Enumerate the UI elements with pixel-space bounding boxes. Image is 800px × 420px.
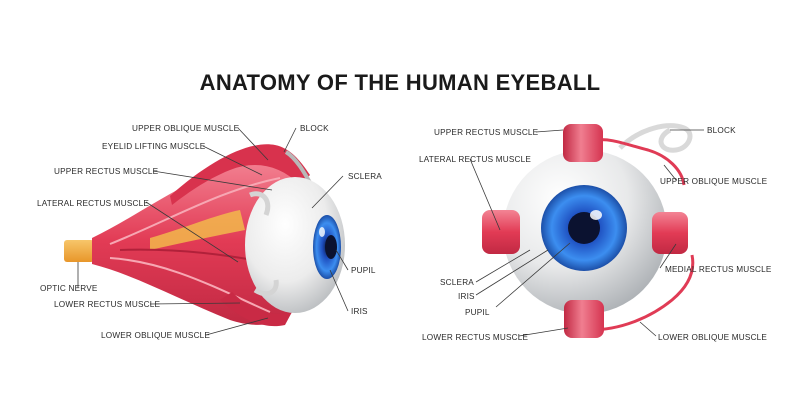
lower-oblique-muscle xyxy=(220,292,292,327)
label-lateral-rectus-muscle: LATERAL RECTUS MUSCLE xyxy=(37,199,149,208)
side-view-eye xyxy=(64,144,345,327)
label-front-medial-rectus-muscle: MEDIAL RECTUS MUSCLE xyxy=(665,265,772,274)
label-lower-oblique-muscle: LOWER OBLIQUE MUSCLE xyxy=(101,331,210,340)
label-optic-nerve: OPTIC NERVE xyxy=(40,284,98,293)
front-view-leaders xyxy=(469,129,704,337)
muscle-stripe xyxy=(109,177,281,245)
label-front-lower-oblique-muscle: LOWER OBLIQUE MUSCLE xyxy=(658,333,767,342)
optic-nerve xyxy=(64,240,94,262)
side-view-leaders xyxy=(77,127,349,336)
front-pupil xyxy=(568,212,600,244)
label-sclera: SCLERA xyxy=(348,172,382,181)
label-front-sclera: SCLERA xyxy=(440,278,474,287)
label-front-lateral-rectus-muscle: LATERAL RECTUS MUSCLE xyxy=(419,155,531,164)
tendon xyxy=(249,191,271,216)
front-lower-rectus xyxy=(564,300,604,338)
block-tendon-loop xyxy=(618,123,693,153)
lower-oblique-strand xyxy=(589,254,695,332)
page-title: ANATOMY OF THE HUMAN EYEBALL xyxy=(199,70,601,95)
side-pupil xyxy=(325,235,337,259)
label-front-iris: IRIS xyxy=(458,292,475,301)
front-highlight xyxy=(590,210,602,220)
label-front-pupil: PUPIL xyxy=(465,308,490,317)
muscle-cone xyxy=(92,157,300,325)
side-highlight xyxy=(319,227,325,237)
front-lateral-rectus xyxy=(482,210,520,254)
upper-oblique-strand xyxy=(595,138,686,186)
label-upper-oblique-muscle: UPPER OBLIQUE MUSCLE xyxy=(132,124,240,133)
lateral-rectus-highlight xyxy=(150,210,245,250)
label-pupil: PUPIL xyxy=(351,266,376,275)
front-view-labels: UPPER RECTUS MUSCLE BLOCK LATERAL RECTUS… xyxy=(419,126,772,342)
side-eyeball xyxy=(245,177,345,313)
label-front-block: BLOCK xyxy=(707,126,736,135)
tendon xyxy=(253,279,279,297)
side-view-labels: UPPER OBLIQUE MUSCLE BLOCK EYELID LIFTIN… xyxy=(37,124,382,340)
label-iris: IRIS xyxy=(351,307,368,316)
front-medial-rectus xyxy=(652,212,688,254)
label-eyelid-lifting-muscle: EYELID LIFTING MUSCLE xyxy=(102,142,206,151)
label-lower-rectus-muscle: LOWER RECTUS MUSCLE xyxy=(54,300,160,309)
upper-oblique-muscle xyxy=(170,144,310,205)
label-front-upper-rectus-muscle: UPPER RECTUS MUSCLE xyxy=(434,128,539,137)
muscle-stripe xyxy=(109,257,271,313)
label-front-upper-oblique-muscle: UPPER OBLIQUE MUSCLE xyxy=(660,177,768,186)
label-front-lower-rectus-muscle: LOWER RECTUS MUSCLE xyxy=(422,333,528,342)
label-block: BLOCK xyxy=(300,124,329,133)
label-upper-rectus-muscle: UPPER RECTUS MUSCLE xyxy=(54,167,159,176)
front-upper-rectus xyxy=(563,124,603,162)
